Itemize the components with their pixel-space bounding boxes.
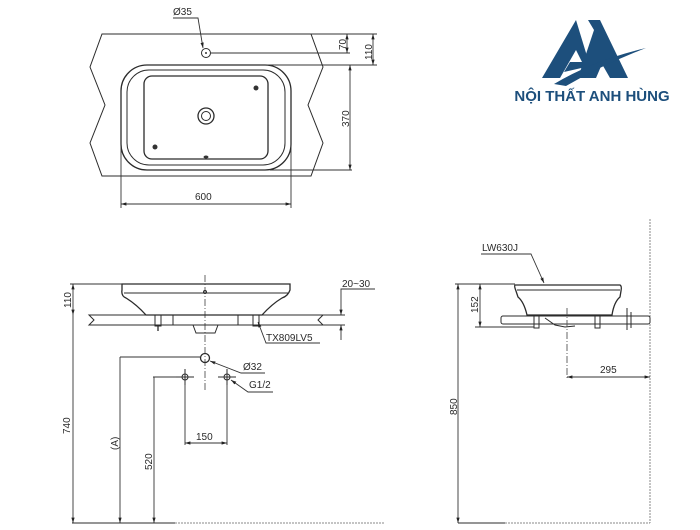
model-label: LW630J <box>482 243 518 254</box>
bowl-outer-rim <box>120 64 292 171</box>
dim-520-label: 520 <box>144 453 155 470</box>
supply-left <box>176 369 194 385</box>
brand-name: NỘI THẤT ANH HÙNG <box>514 88 670 105</box>
dim-740-label: 740 <box>62 417 73 434</box>
drain-diameter-label: Ø32 <box>243 362 262 373</box>
dim-370-label: 370 <box>341 110 352 127</box>
bowl-middle-rim <box>126 69 286 166</box>
dim-600-label: 600 <box>195 192 212 203</box>
dim-152-label: 152 <box>470 296 481 313</box>
counter-thickness-label: 20~30 <box>342 279 371 290</box>
supply-right <box>218 369 236 385</box>
side-basin <box>514 284 622 316</box>
side-view: LW630J 152 850 295 <box>449 219 651 524</box>
dim-150-label: 150 <box>196 432 213 443</box>
drain-inner <box>201 111 211 121</box>
supply-thread-label: G1/2 <box>249 380 271 391</box>
dim-70-label: 70 <box>338 38 349 50</box>
dim-110-label: 110 <box>364 44 375 60</box>
front-basin <box>121 283 291 316</box>
bolt-icon <box>152 144 158 150</box>
bolt-icon <box>253 85 259 91</box>
drain-outlet <box>199 352 211 364</box>
dim-295-label: 295 <box>600 365 617 376</box>
top-view: Ø35 70 110 370 600 <box>89 7 377 208</box>
tap-hole-center <box>205 52 207 54</box>
bowl-inner <box>143 75 269 160</box>
mountain-a-logo-icon <box>542 20 646 86</box>
countertop-outline <box>89 33 324 177</box>
fixing-kit-label: TX809LV5 <box>266 333 313 344</box>
drain-outer <box>197 107 215 125</box>
overflow-icon <box>203 155 209 159</box>
dim-110-front-label: 110 <box>63 292 74 308</box>
front-view: TX809LV5 20~30 110 740 (A) Ø32 <box>62 275 385 524</box>
tap-hole-diameter-label: Ø35 <box>173 7 192 18</box>
dim-850-label: 850 <box>449 398 460 415</box>
tap-hole <box>201 48 211 58</box>
dim-a-label: (A) <box>110 437 121 450</box>
